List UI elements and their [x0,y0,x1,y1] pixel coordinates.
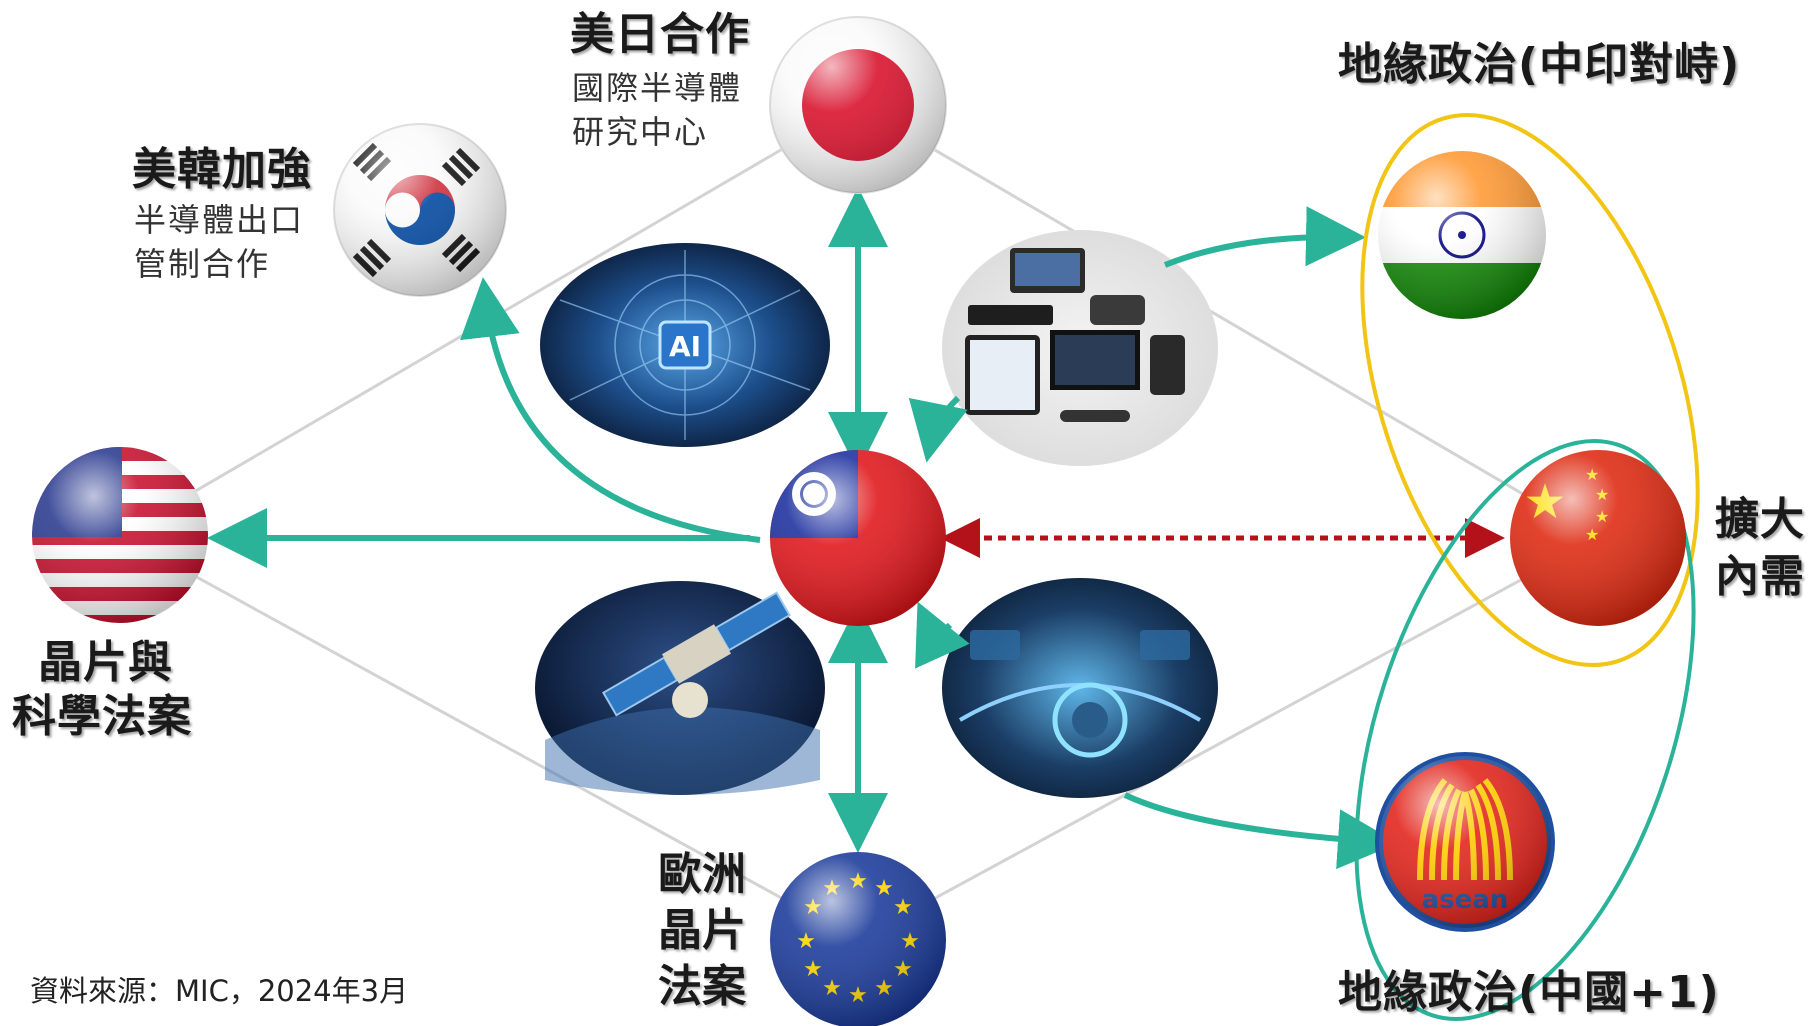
korea-title: 美韓加強 [132,144,312,195]
electronics-image [942,230,1218,466]
china-plus-one-ring [1354,439,1696,1021]
china-flag-icon: ★ ★ ★ ★ ★ [1510,450,1686,626]
japan-subtitle-1: 國際半導體 [572,69,743,107]
smart-car-image [942,578,1218,798]
eu-flag-icon: ★★★ ★★★ ★★★ ★★★ [770,852,946,1026]
india-flag-icon [1378,151,1546,319]
eu-label-line2: 晶片 [658,905,746,956]
source-note: 資料來源：MIC，2024年3月 [30,974,409,1008]
japan-title: 美日合作 [570,9,750,60]
satellite-image [535,581,825,795]
connection-arrows [207,187,1398,870]
us-label-line1: 晶片與 [38,637,173,688]
ai-network-image: AI [540,243,830,447]
china-label-line1: 擴大 [1715,494,1805,545]
asean-logo-icon: asean [1375,752,1555,932]
us-flag-icon [32,447,208,623]
china-label-line2: 內需 [1715,551,1805,602]
korea-subtitle-2: 管制合作 [134,245,271,283]
us-label-line2: 科學法案 [12,691,192,742]
taiwan-flag-icon [770,450,946,626]
japan-subtitle-2: 研究中心 [572,113,709,151]
eu-label-line3: 法案 [658,961,746,1012]
geopolitics-india-title: 地緣政治(中印對峙) [1338,39,1741,90]
korea-flag-icon [333,123,507,297]
ai-label: AI [669,330,701,363]
india-geopolitics-ring [1360,113,1700,667]
korea-subtitle-1: 半導體出口 [134,201,305,239]
japan-flag-icon [769,16,947,194]
geopolitics-china-title: 地緣政治(中國+1) [1338,967,1720,1018]
eu-label-line1: 歐洲 [658,849,746,900]
